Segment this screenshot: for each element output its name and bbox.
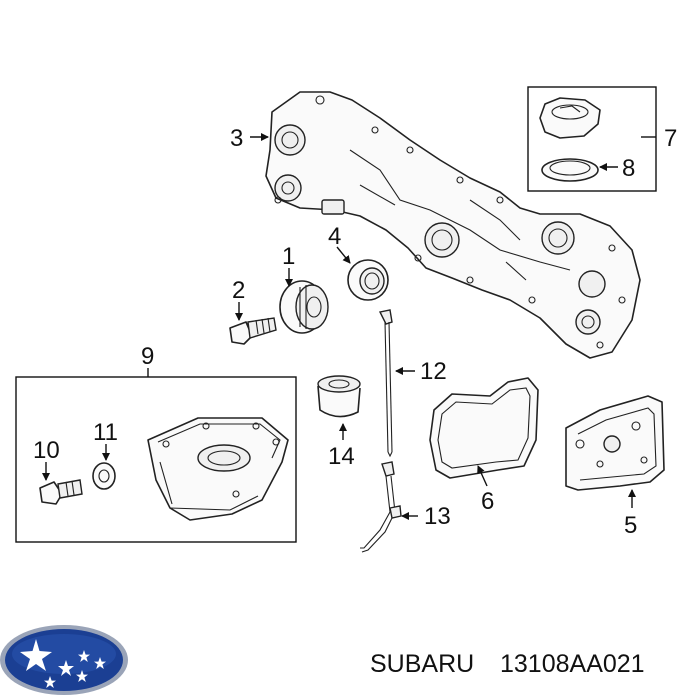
oil-level-gauge (378, 309, 393, 458)
callout-1: 1 (282, 243, 295, 270)
oil-filler-cap (539, 97, 601, 139)
oil-level-gauge-guide (360, 461, 402, 553)
drain-plug-bolt (39, 479, 83, 505)
callout-13: 13 (424, 503, 451, 530)
callout-10: 10 (33, 437, 60, 464)
pulley-bolt (229, 317, 277, 345)
callout-9: 9 (141, 343, 154, 370)
callout-4: 4 (328, 223, 341, 250)
subaru-star-cluster-logo (0, 625, 128, 695)
callout-labels: 1 2 3 4 5 6 7 8 9 10 11 12 13 14 (33, 125, 677, 539)
oil-pan-gasket (429, 377, 539, 479)
callout-2: 2 (232, 277, 245, 304)
oil-pan-box (15, 376, 297, 543)
filler-cap-box (527, 86, 657, 192)
callout-14: 14 (328, 443, 355, 470)
leader-lines (42, 133, 656, 520)
callout-11: 11 (93, 419, 118, 446)
callout-7: 7 (664, 125, 677, 152)
front-oil-seal (347, 259, 389, 301)
callout-6: 6 (481, 488, 494, 515)
brand-name: SUBARU (370, 650, 474, 678)
filler-cap-gasket (541, 158, 599, 182)
drain-plug-washer (92, 462, 116, 490)
callout-8: 8 (622, 155, 635, 182)
timing-cover-assembly (265, 91, 641, 359)
callout-3: 3 (230, 125, 243, 152)
oil-pan (147, 417, 289, 521)
callout-12: 12 (420, 358, 447, 385)
part-number: 13108AA021 (500, 650, 645, 678)
callout-5: 5 (624, 512, 637, 539)
crank-pulley (279, 280, 329, 334)
side-cover (565, 395, 665, 491)
pan-bushing (317, 375, 361, 418)
